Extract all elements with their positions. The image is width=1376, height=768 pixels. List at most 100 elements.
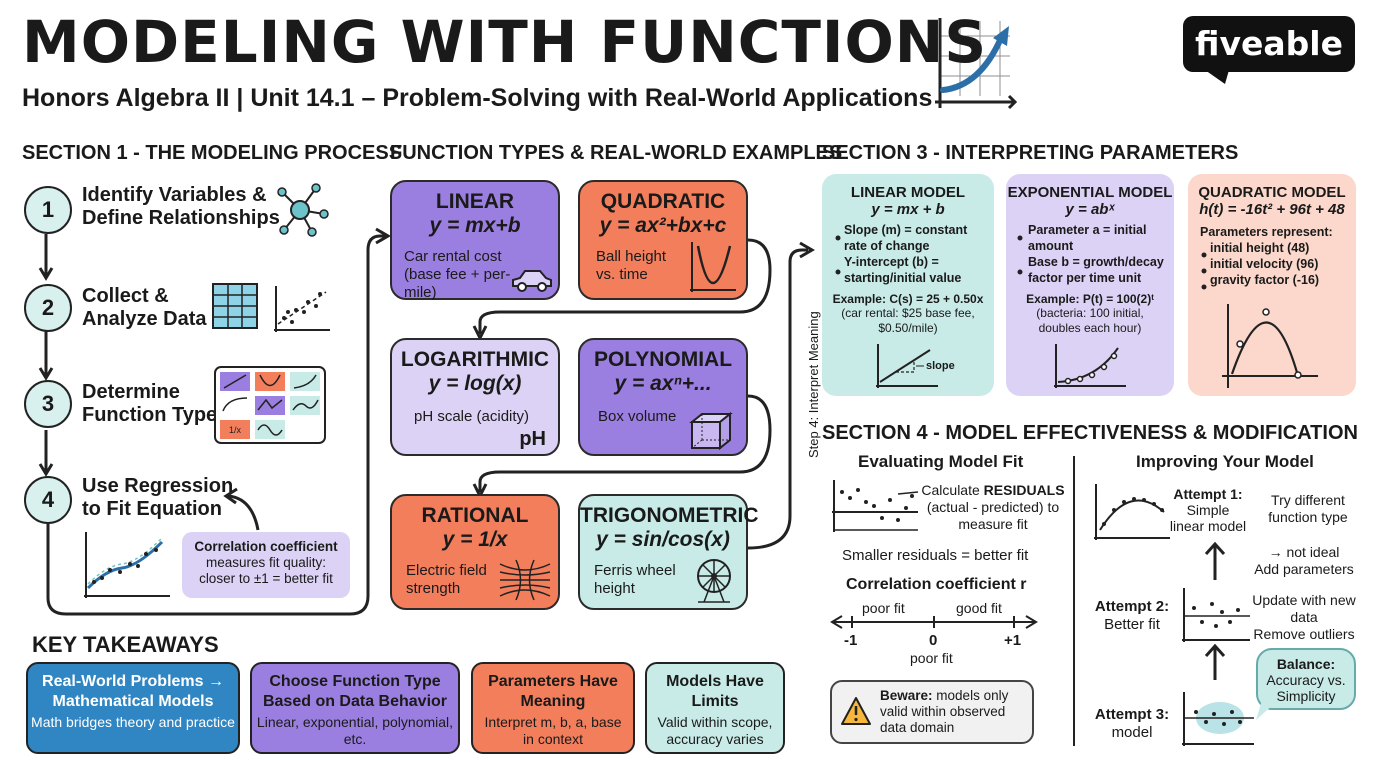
linear-model-card: LINEAR MODEL y = mx + b Slope (m) = cons… (822, 174, 994, 396)
smaller-residuals: Smaller residuals = better fit (842, 547, 1029, 564)
section4-heading: SECTION 4 - MODEL EFFECTIVENESS & MODIFI… (822, 422, 1358, 444)
improve-note-mid: → not ideal Add parameters (1254, 544, 1354, 577)
field-lines-icon (499, 559, 551, 601)
attempt2: Attempt 2: Better fit (1094, 598, 1170, 633)
takeaway-1: Real-World Problems → Mathematical Model… (26, 662, 240, 754)
logo-text: fiveable (1195, 24, 1343, 63)
residual-note: Calculate RESIDUALS (actual - predicted)… (921, 482, 1065, 532)
takeaway-4: Models Have Limits Valid within scope, a… (645, 662, 785, 754)
correlation-title: Correlation coefficient r (846, 576, 1027, 593)
correlation-number-line (830, 615, 1038, 629)
section1-heading: SECTION 1 - THE MODELING PROCESS (22, 142, 403, 164)
rational-desc: Electric field strength (406, 562, 487, 597)
tick-minus-one: -1 (844, 632, 858, 649)
improving-title: Improving Your Model (1136, 452, 1314, 471)
fiveable-logo[interactable]: fiveable (1183, 16, 1355, 72)
slope-graph-icon (876, 344, 938, 388)
exp-example-note: (bacteria: 100 initial, doubles each hou… (1036, 306, 1144, 335)
logo-tail (1205, 70, 1229, 84)
step-1-text: Identify Variables &Define Relationships (82, 184, 280, 229)
takeaway-3: Parameters Have Meaning Interpret m, b, … (471, 662, 635, 754)
quadratic-name: QUADRATIC (600, 190, 726, 213)
logarithmic-formula: y = log(x) (428, 372, 522, 395)
slope-label: slope (926, 360, 955, 372)
logarithmic-card[interactable]: LOGARITHMIC y = log(x) pH scale (acidity… (390, 338, 560, 456)
exponential-model-card: EXPONENTIAL MODEL y = abˣ Parameter a = … (1006, 174, 1174, 396)
cube-icon (689, 411, 733, 451)
step-4-number: 4 (24, 476, 72, 524)
page-subtitle: Honors Algebra II | Unit 14.1 – Problem-… (22, 84, 933, 112)
parabola-icon (690, 242, 736, 292)
step-2-text: Collect &Analyze Data (82, 285, 207, 330)
residual-plot-icon (832, 480, 919, 532)
section4-divider (1073, 456, 1075, 746)
polynomial-card[interactable]: POLYNOMIAL y = axⁿ+... Box volume (578, 338, 748, 456)
polynomial-formula: y = axⁿ+... (614, 372, 712, 395)
svg-text:1/x: 1/x (229, 425, 242, 435)
quadratic-desc: Ball height vs. time (596, 248, 667, 283)
page-title: MODELING WITH FUNCTIONS (22, 8, 988, 76)
quadratic-card[interactable]: QUADRATIC y = ax²+bx+c Ball height vs. t… (578, 180, 748, 300)
tick-plus-one: +1 (1004, 632, 1022, 649)
exponential-graph-icon (1054, 344, 1126, 388)
quadratic-formula: y = ax²+bx+c (599, 214, 727, 237)
regression-icon (84, 532, 170, 598)
ph-label: pH (519, 428, 546, 450)
quad-bullet-3: gravity factor (-16) (1210, 273, 1320, 287)
takeaways-heading: KEY TAKEAWAYS (32, 632, 219, 657)
exponential-model-formula: y = abˣ (1065, 201, 1115, 218)
rational-card[interactable]: RATIONAL y = 1/x Electric field strength (390, 494, 560, 610)
section3-heading: SECTION 3 - INTERPRETING PARAMETERS (822, 142, 1239, 164)
polynomial-desc: Box volume (598, 408, 677, 425)
poor-fit-mid: poor fit (910, 650, 953, 666)
parabola-graph-icon (1222, 304, 1318, 388)
balance-bubble-tail (1256, 700, 1274, 720)
rational-name: RATIONAL (421, 504, 529, 527)
linear-card[interactable]: LINEAR y = mx+b Car rental cost (base fe… (390, 180, 560, 301)
trigonometric-desc: Ferris wheel height (594, 562, 676, 597)
quad-bullet-2: initial velocity (96) (1210, 257, 1319, 271)
good-fit: good fit (956, 600, 1002, 616)
growth-chart-icon (935, 18, 1018, 110)
polynomial-name: POLYNOMIAL (593, 348, 733, 371)
trigonometric-name: TRIGONOMETRIC (580, 504, 759, 527)
poor-fit-left: poor fit (862, 600, 905, 616)
trigonometric-card[interactable]: TRIGONOMETRIC y = sin/cos(x) Ferris whee… (578, 494, 759, 610)
attempt1: Attempt 1: Simple linear model (1169, 486, 1247, 534)
linear-bullet-2: Y-intercept (b) = starting/initial value (844, 255, 962, 285)
attempt3: Attempt 3: model (1094, 706, 1170, 741)
attempt2-note: Update with new data Remove outliers (1252, 592, 1356, 642)
evaluating-title: Evaluating Model Fit (858, 452, 1024, 471)
linear-bullet-1: Slope (m) = constant rate of change (844, 223, 968, 253)
rational-formula: y = 1/x (442, 528, 508, 551)
exp-bullet-2: Base b = growth/decay factor per time un… (1028, 255, 1164, 285)
exponential-model-title: EXPONENTIAL MODEL (1007, 184, 1173, 201)
ferris-wheel-icon (697, 559, 731, 603)
takeaway-2: Choose Function Type Based on Data Behav… (250, 662, 460, 754)
attempt1-graph (1094, 484, 1170, 540)
beware-text: Beware: models only valid within observe… (880, 688, 1009, 735)
attempt2-graph (1182, 588, 1250, 642)
linear-example-note: (car rental: $25 base fee, $0.50/mile) (841, 306, 975, 335)
correlation-note: Correlation coefficient measures fit qua… (182, 532, 350, 598)
logarithmic-name: LOGARITHMIC (400, 348, 550, 371)
function-types-heading: FUNCTION TYPES & REAL-WORLD EXAMPLES (390, 142, 843, 164)
warning-icon (841, 697, 871, 725)
table-scatter-icon (212, 283, 330, 332)
network-icon (277, 183, 329, 237)
quadratic-model-card: QUADRATIC MODEL h(t) = -16t² + 96t + 48 … (1188, 174, 1356, 396)
exp-example: Example: P(t) = 100(2)ᵗ (1026, 292, 1154, 306)
tick-zero: 0 (929, 632, 938, 649)
step-3-number: 3 (24, 380, 72, 428)
beware-box: Beware: models only valid within observe… (830, 680, 1034, 744)
exp-bullet-1: Parameter a = initial amount (1028, 223, 1147, 253)
function-grid-icon: 1/x (214, 366, 326, 444)
linear-name: LINEAR (435, 190, 515, 213)
quadratic-model-title: QUADRATIC MODEL (1198, 184, 1346, 201)
quad-lead: Parameters represent: (1200, 225, 1333, 239)
